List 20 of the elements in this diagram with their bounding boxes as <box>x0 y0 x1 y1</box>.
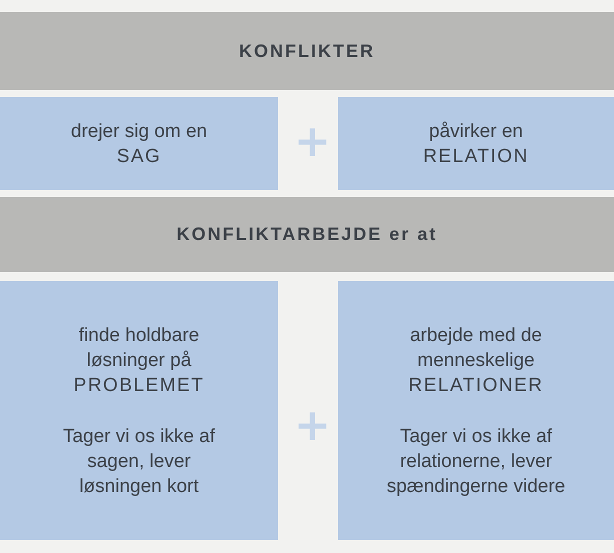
plus-sign: + <box>294 404 331 448</box>
description: arbejde med de menneskelige <box>408 324 544 372</box>
text-panel <box>0 97 278 190</box>
description: Tager vi os ikke af sagen, lever løsningen kort <box>62 424 216 498</box>
description: drejer sig om en <box>70 120 208 144</box>
description: påvirker en <box>429 120 523 144</box>
header-bar <box>0 12 614 90</box>
keyword: RELATIONER <box>408 374 544 398</box>
keyword: RELATION <box>423 144 529 168</box>
text-panel <box>338 281 614 540</box>
heading: KONFLIKTARBEJDE er at <box>176 223 438 246</box>
heading: KONFLIKTER <box>239 40 375 62</box>
keyword: SAG <box>116 144 162 168</box>
text-panel <box>0 281 278 540</box>
text-panel <box>338 97 614 190</box>
description: Tager vi os ikke af relationerne, lever spændingerne videre <box>386 424 566 498</box>
keyword: PROBLEMET <box>74 374 204 398</box>
plus-sign: + <box>294 120 331 164</box>
description: finde holdbare løsninger på <box>78 324 200 372</box>
header-bar <box>0 197 614 272</box>
